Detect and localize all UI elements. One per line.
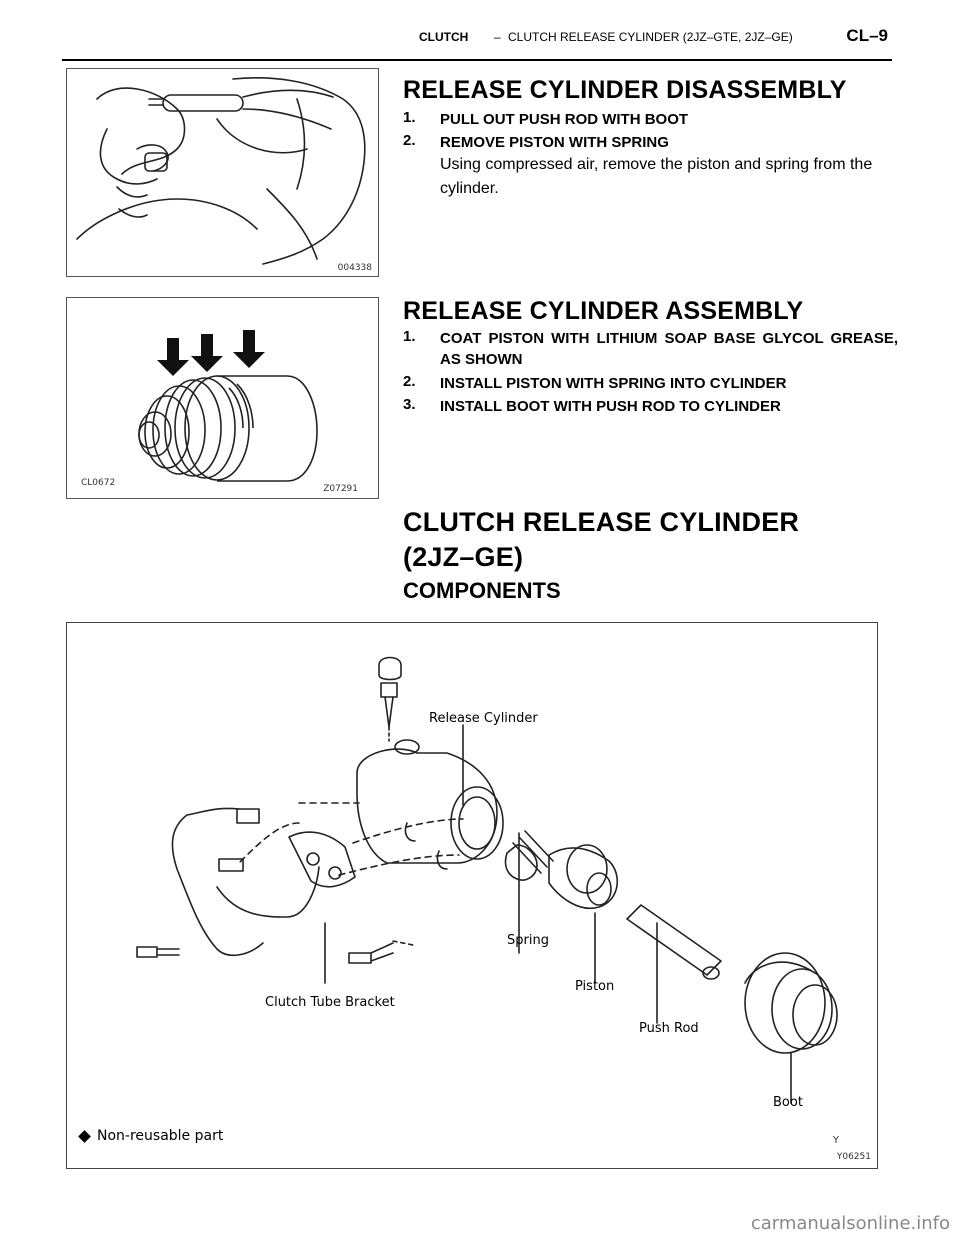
step-number: 1.: [403, 328, 416, 345]
header-rule: [62, 59, 892, 61]
step-text: INSTALL BOOT WITH PUSH ROD TO CYLINDER: [440, 398, 781, 415]
page-number: CL–9: [846, 26, 888, 45]
step-number: 1.: [403, 109, 416, 126]
label-piston: Piston: [575, 979, 615, 994]
piston-grease-illustration: [138, 330, 318, 482]
disassembly-step-1: 1. PULL OUT PUSH ROD WITH BOOT: [403, 109, 898, 130]
section-title-components-line1: CLUTCH RELEASE CYLINDER: [403, 507, 800, 537]
exploded-view-illustration: [136, 656, 838, 1104]
step-text: REMOVE PISTON WITH SPRING: [440, 134, 669, 151]
page-header: CLUTCH – CLUTCH RELEASE CYLINDER (2JZ–GT…: [62, 26, 892, 62]
figure-code-right: Z07291: [323, 484, 358, 494]
figure-code: 004338: [337, 263, 372, 273]
assembly-step-3: 3. INSTALL BOOT WITH PUSH ROD TO CYLINDE…: [403, 396, 898, 417]
figure-exploded-components: Release Cylinder Spring Piston Push Rod …: [66, 622, 878, 1169]
header-dash: –: [494, 30, 501, 44]
components-subtitle: COMPONENTS: [403, 578, 561, 603]
figure-code-left: CL0672: [81, 478, 116, 488]
section-title-disassembly: RELEASE CYLINDER DISASSEMBLY: [403, 76, 847, 104]
hands-air-gun-illustration: [76, 77, 366, 265]
arrow-icons: [157, 330, 265, 376]
assembly-step-1: 1. COAT PISTON WITH LITHIUM SOAP BASE GL…: [403, 328, 898, 370]
legend-non-reusable: Non-reusable part: [78, 1128, 224, 1144]
header-section: CLUTCH: [419, 30, 469, 44]
label-boot: Boot: [773, 1095, 803, 1110]
figure-mark: Y: [832, 1135, 839, 1146]
label-push-rod: Push Rod: [639, 1021, 699, 1036]
step-number: 2.: [403, 132, 416, 149]
step-text: PULL OUT PUSH ROD WITH BOOT: [440, 111, 689, 128]
section-title-assembly: RELEASE CYLINDER ASSEMBLY: [403, 297, 804, 325]
step-text: INSTALL PISTON WITH SPRING INTO CYLINDER: [440, 375, 787, 392]
label-spring: Spring: [507, 933, 549, 948]
label-release-cylinder: Release Cylinder: [429, 711, 538, 726]
diamond-icon: [78, 1129, 91, 1143]
step-number: 2.: [403, 373, 416, 390]
section-title-components-line2: (2JZ–GE): [403, 542, 524, 572]
step-number: 3.: [403, 396, 416, 413]
site-watermark: carmanualsonline.info: [750, 1213, 950, 1234]
assembly-step-2: 2. INSTALL PISTON WITH SPRING INTO CYLIN…: [403, 373, 898, 394]
disassembly-description: Using compressed air, remove the piston …: [440, 156, 873, 197]
label-clutch-tube-bracket: Clutch Tube Bracket: [265, 995, 395, 1010]
legend-text: Non-reusable part: [97, 1128, 224, 1144]
figure-compressed-air: 004338: [66, 68, 379, 277]
figure-code: Y06251: [836, 1152, 871, 1162]
header-title: CLUTCH RELEASE CYLINDER (2JZ–GTE, 2JZ–GE…: [508, 30, 793, 44]
step-text: COAT PISTON WITH LITHIUM SOAP BASE GLYCO…: [440, 330, 898, 368]
disassembly-step-2: 2. REMOVE PISTON WITH SPRING: [403, 132, 898, 153]
figure-grease-piston: CL0672 Z07291: [66, 297, 379, 499]
